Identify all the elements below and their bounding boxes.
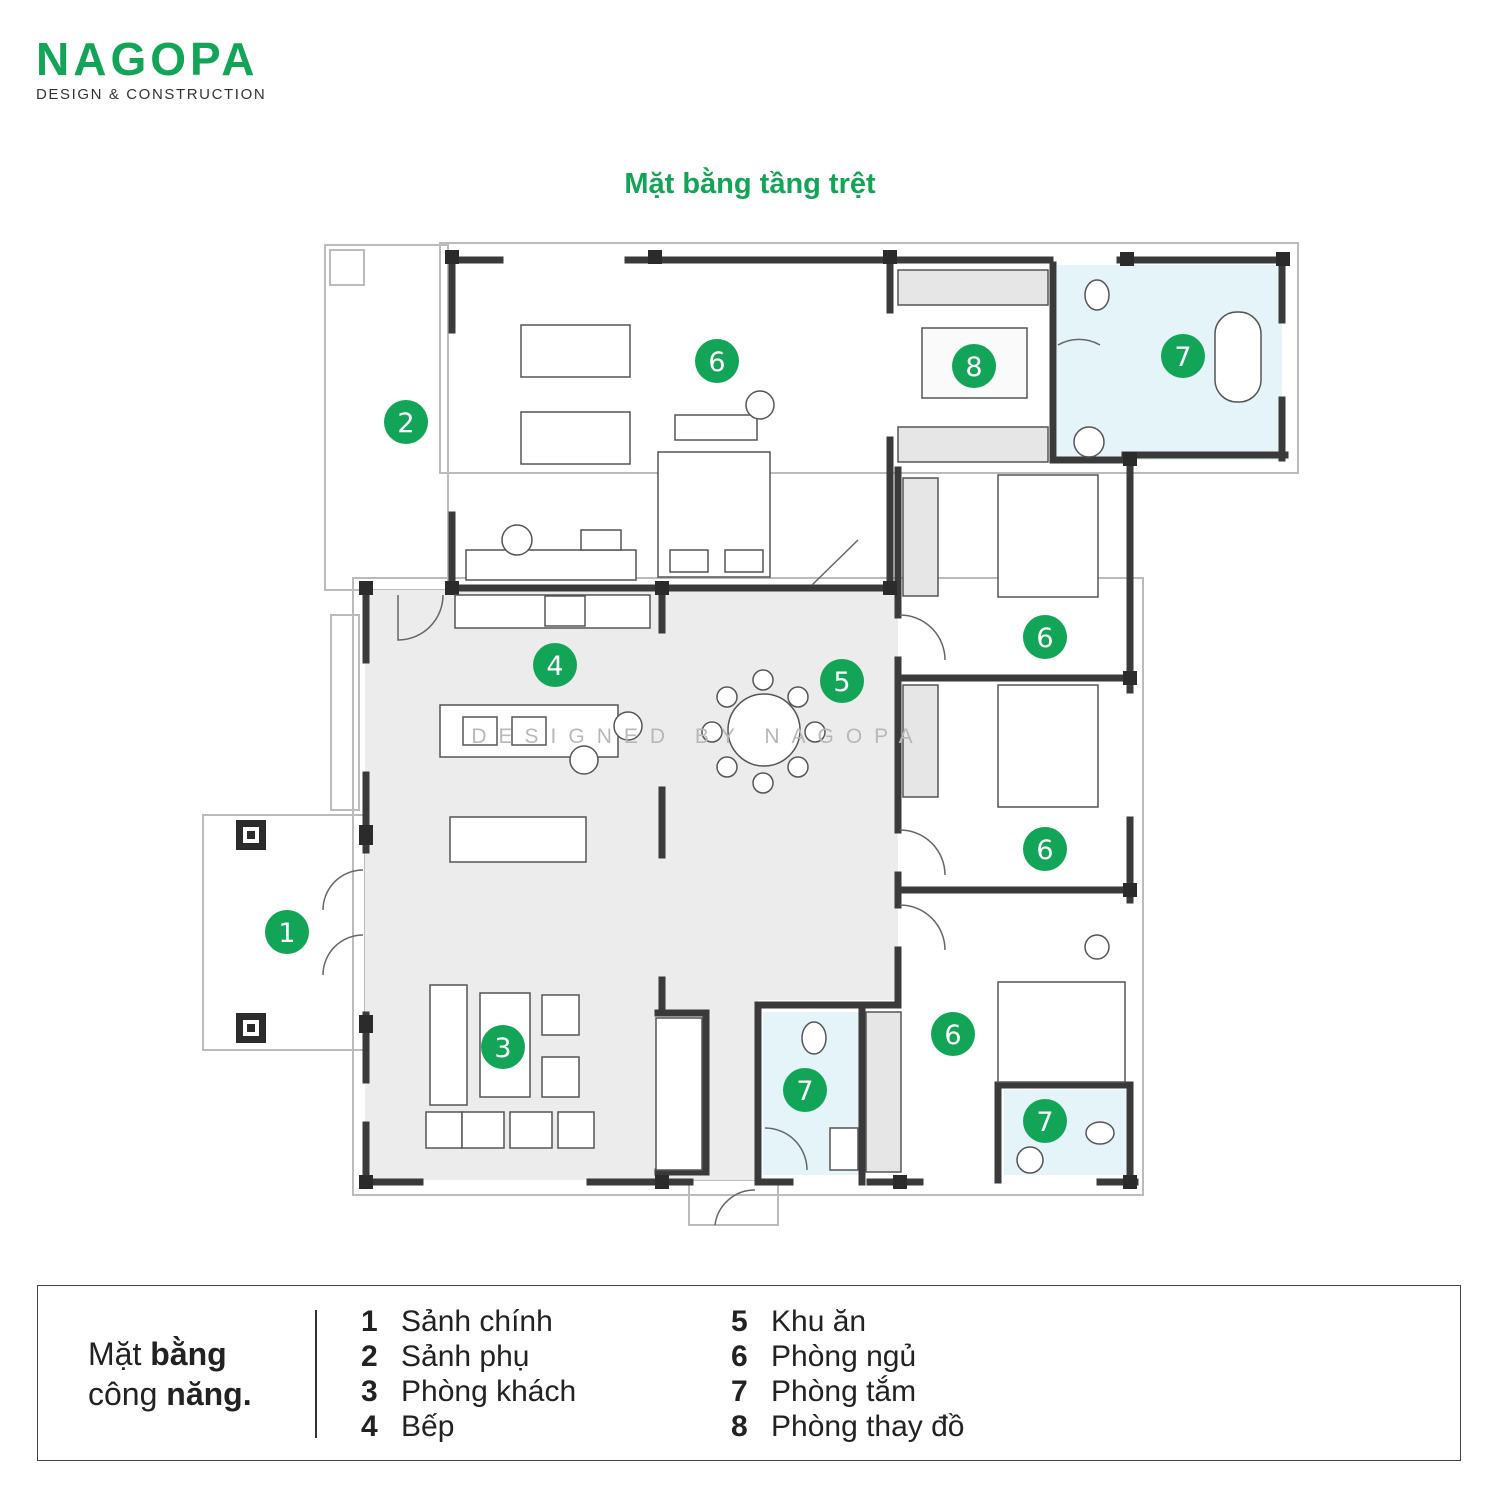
marker-label: 6 <box>944 1020 961 1051</box>
marker-8-dressing-room <box>952 344 996 388</box>
legend-box: Mặt bằng công năng. 1 Sảnh chính 2 Sảnh ph… <box>37 1285 1461 1461</box>
marker-6-bedroom-2 <box>1023 615 1067 659</box>
legend-item: 8 Phòng thay đồ <box>731 1409 965 1444</box>
legend-item: 1 Sảnh chính <box>361 1304 576 1339</box>
marker-6-bedroom-4 <box>931 1012 975 1056</box>
marker-1-main-lobby <box>265 910 309 954</box>
marker-label: 1 <box>278 918 295 949</box>
marker-label: 4 <box>546 651 563 682</box>
legend-item: 2 Sảnh phụ <box>361 1339 576 1374</box>
page-title: Mặt bằng tầng trệt <box>624 168 876 200</box>
legend-item: 6 Phòng ngủ <box>731 1339 965 1374</box>
legend-label: Phòng tắm <box>771 1375 917 1408</box>
marker-label: 7 <box>1174 342 1191 373</box>
marker-label: 5 <box>833 667 850 698</box>
legend-num: 6 <box>731 1340 748 1373</box>
legend-column-1: 1 Sảnh chính 2 Sảnh phụ 3 Phòng khách 4 Bếp <box>361 1304 576 1444</box>
marker-label: 6 <box>1036 835 1053 866</box>
legend-num: 4 <box>361 1410 378 1443</box>
watermark: DESIGNED BY NAGOPA <box>471 725 924 748</box>
marker-7-master-bath <box>1161 334 1205 378</box>
brand-logo: NAGOPA DESIGN & CONSTRUCTION <box>36 36 266 103</box>
legend-column-2: 5 Khu ăn 6 Phòng ngủ 7 Phòng tắm 8 Phòng tha… <box>731 1304 965 1444</box>
marker-label: 8 <box>965 352 982 383</box>
legend-num: 3 <box>361 1375 378 1408</box>
marker-6-bedroom-3 <box>1023 827 1067 871</box>
legend-label: Phòng thay đồ <box>771 1410 965 1443</box>
legend-label: Khu ăn <box>771 1305 867 1338</box>
legend-title-bold-2: năng. <box>166 1376 252 1412</box>
legend-item: 4 Bếp <box>361 1409 576 1444</box>
marker-6-master-bedroom <box>695 339 739 383</box>
legend-num: 2 <box>361 1340 378 1373</box>
legend-num: 7 <box>731 1375 748 1408</box>
marker-label: 6 <box>708 347 725 378</box>
legend-title-light-1: Mặt <box>88 1336 151 1372</box>
legend-item: 7 Phòng tắm <box>731 1374 965 1409</box>
marker-5-dining <box>820 659 864 703</box>
brand-name: NAGOPA <box>36 33 259 85</box>
marker-2-side-lobby <box>384 400 428 444</box>
marker-4-kitchen <box>533 643 577 687</box>
legend-label: Bếp <box>401 1410 455 1443</box>
marker-label: 6 <box>1036 623 1053 654</box>
marker-label: 7 <box>796 1076 813 1107</box>
marker-7-bath-2 <box>783 1068 827 1112</box>
legend-title-light-2: công <box>88 1376 167 1412</box>
marker-label: 7 <box>1036 1107 1053 1138</box>
legend-divider <box>315 1310 317 1438</box>
marker-label: 2 <box>397 408 414 439</box>
room-markers <box>265 334 1205 1143</box>
legend-title: Mặt bằng công năng. <box>88 1334 252 1414</box>
legend-label: Phòng ngủ <box>771 1340 917 1373</box>
legend-label: Phòng khách <box>401 1375 577 1408</box>
legend-title-bold-1: bằng <box>150 1336 227 1372</box>
marker-3-living-room <box>481 1025 525 1069</box>
legend-num: 1 <box>361 1305 378 1338</box>
legend-label: Sảnh chính <box>401 1305 553 1338</box>
legend-item: 3 Phòng khách <box>361 1374 576 1409</box>
legend-label: Sảnh phụ <box>401 1340 530 1373</box>
marker-7-bath-3 <box>1023 1099 1067 1143</box>
legend-num: 5 <box>731 1305 748 1338</box>
brand-tagline: DESIGN & CONSTRUCTION <box>36 86 267 103</box>
legend-item: 5 Khu ăn <box>731 1304 965 1339</box>
marker-label: 3 <box>494 1033 511 1064</box>
legend-num: 8 <box>731 1410 748 1443</box>
